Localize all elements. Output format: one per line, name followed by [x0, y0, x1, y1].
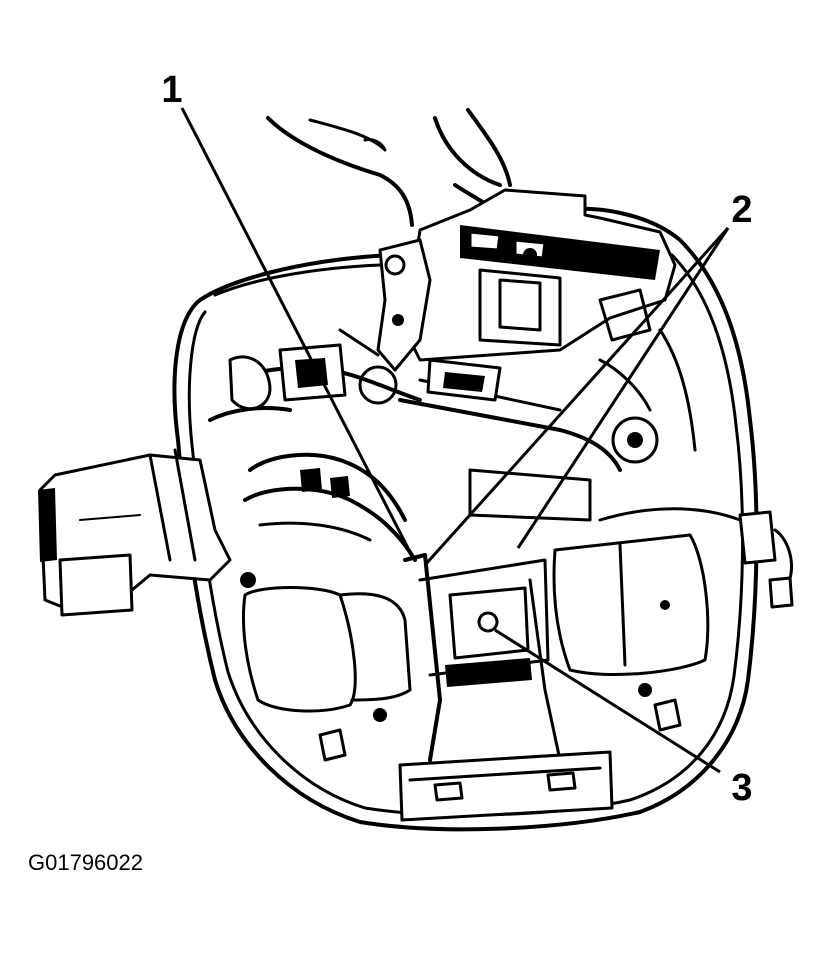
center-switch-module: [403, 553, 562, 762]
right-lamp-housing: [552, 510, 794, 732]
bottom-tray: [398, 750, 614, 822]
left-connector: [38, 448, 256, 617]
leader-line-3: [494, 628, 721, 774]
callout-2-label: 2: [731, 189, 752, 231]
mounting-bracket: [338, 238, 432, 405]
figure-id: G01796022: [28, 850, 143, 875]
leader-line-2a: [423, 226, 730, 567]
left-lamp-housing: [241, 586, 412, 762]
callout-3-label: 3: [731, 767, 752, 809]
leader-line-2b: [516, 227, 730, 549]
callout-1-label: 1: [161, 69, 182, 111]
wiring-harness: [208, 328, 742, 562]
callout-leaders: [180, 107, 730, 774]
leader-line-1: [180, 107, 410, 549]
